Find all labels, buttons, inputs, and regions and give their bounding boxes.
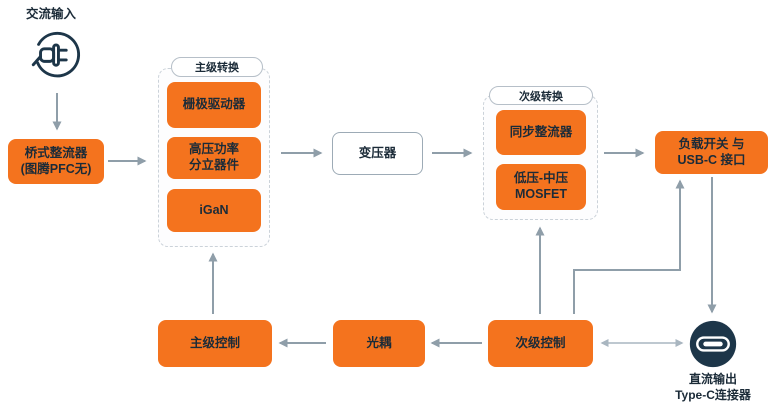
usb-c-connector-icon [689, 320, 737, 368]
lv-mv-mosfet-box: 低压-中压 MOSFET [496, 164, 586, 210]
gate-driver-box: 栅极驱动器 [167, 82, 261, 128]
igan-box: iGaN [167, 189, 261, 232]
hv-power-discretes-box: 高压功率 分立器件 [167, 137, 261, 179]
bridge-rectifier-box: 桥式整流器 (图腾PFC无) [8, 139, 104, 184]
primary-control-box: 主级控制 [158, 320, 272, 367]
sync-rectifier-box: 同步整流器 [496, 110, 586, 155]
ac-input-label: 交流输入 [26, 7, 77, 21]
primary-conversion-group-label: 主级转换 [171, 57, 263, 77]
secondary-conversion-group-label: 次级转换 [489, 86, 593, 105]
load-switch-usbc-box: 负载开关 与 USB-C 接口 [655, 131, 768, 174]
dc-output-label: 直流输出 Type-C连接器 [675, 372, 751, 402]
ac-plug-icon [31, 31, 81, 78]
optocoupler-box: 光耦 [333, 320, 425, 367]
transformer-box: 变压器 [332, 132, 423, 175]
secondary-control-box: 次级控制 [488, 320, 593, 367]
